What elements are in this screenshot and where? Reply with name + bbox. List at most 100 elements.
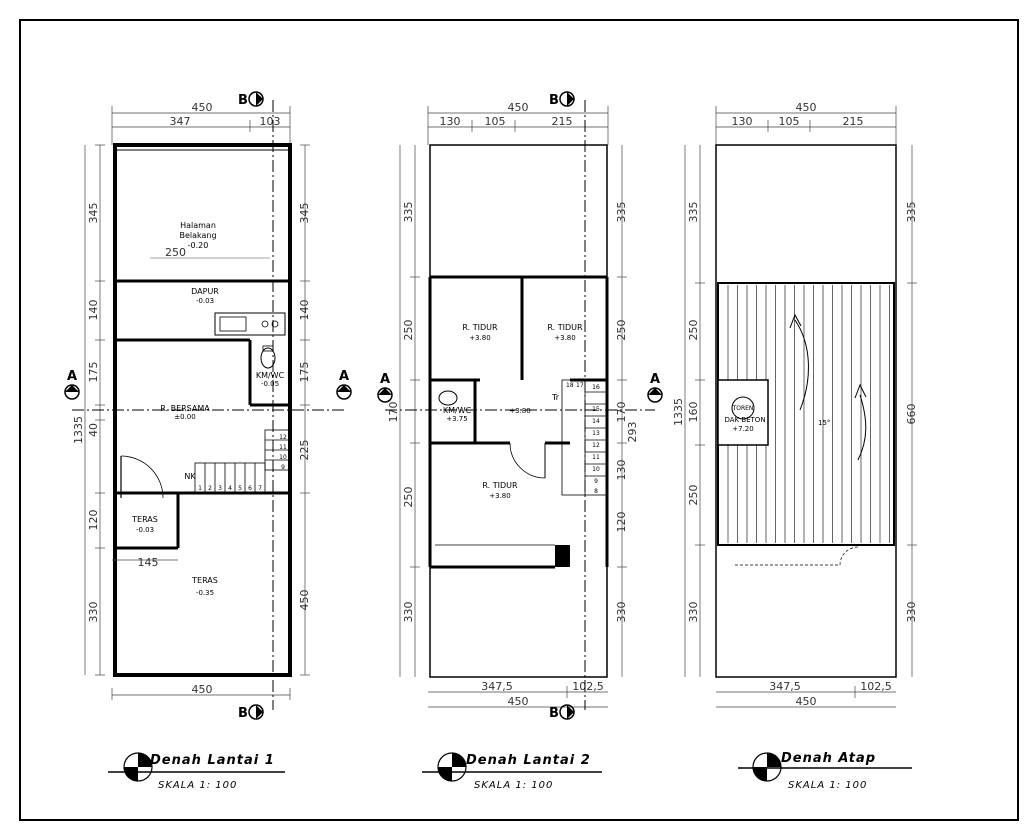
plan1-room-teras-a: TERAS [131,515,158,524]
plan3-title-block: Denah Atap SKALA 1: 100 [738,751,912,791]
plan3-dak-beton-label: DAK BETON [724,416,765,424]
plan1-dim-right-0: 345 [298,203,311,224]
plan1-room-rbersama: R. BERSAMA [160,404,210,413]
section-marker-b-top-2: B [549,91,575,108]
plan3-title: Denah Atap [781,751,876,766]
section-label-a4: A [650,372,660,387]
plan1-dim-right-4: 450 [298,590,311,611]
plan-atap: 450 130 105 215 TOREN DAK BETON +7.20 15… [672,101,918,708]
plan3-dim-left-0: 335 [687,202,700,223]
plan1-stair-1: 1 [198,485,202,492]
plan1-room-teras-b-level: -0.35 [196,589,214,597]
plan2-scale: SKALA 1: 100 [474,780,553,791]
plan2-hall-level: +3.80 [509,407,530,415]
plan1-title: Denah Lantai 1 [150,753,275,768]
section-label-b3: B [549,93,559,108]
plan1-stair-10: 10 [279,454,287,461]
plan1-stair-4: 4 [228,485,232,492]
plan3-dim-left-1: 250 [687,320,700,341]
plan1-dims-top [111,106,291,145]
plan2-dim-right-2: 170 [615,402,628,423]
plan1-room-kmwc: KM/WC [256,371,285,380]
plan1-dim-left-total: 1335 [72,416,85,444]
plan1-dim-top-b: 103 [260,115,281,128]
plan1-room-dapur: DAPUR [191,287,219,296]
plan2-room-kmwc: KM/WC [443,406,472,415]
plan2-dim-bottom-a: 347,5 [481,680,513,693]
plan2-stair-10: 10 [592,466,600,473]
plan2-room-kmwc-level: +3.75 [446,415,467,423]
plan2-room-tidur-2-level: +3.80 [554,334,575,342]
plan1-dim-left-0: 345 [87,203,100,224]
plan1-title-block: Denah Lantai 1 SKALA 1: 100 [108,752,285,791]
roof-sheet-lines [727,285,890,543]
plan1-dim-left-3: 40 [87,423,100,437]
section-label-b2: B [238,706,248,721]
plan1-stair-5: 5 [238,485,242,492]
plan2-dim-left-0: 335 [402,202,415,223]
plan2-dim-bottom-b: 102,5 [572,680,604,693]
plan1-room-dapur-level: -0.03 [196,297,214,305]
plan3-dim-bottom-total: 450 [796,695,817,708]
section-label-b4: B [549,706,559,721]
plan3-dim-top-total: 450 [796,101,817,114]
plan2-dim-left-4: 330 [402,602,415,623]
section-label-a3: A [380,372,390,387]
plan-lantai-2: 450 130 105 215 18 [385,100,655,710]
plan1-dim-left-6: 330 [87,602,100,623]
plan1-room-kmwc-level: -0.05 [261,380,279,388]
plan2-dim-left-1: 250 [402,320,415,341]
plan2-stair-18: 18 [566,382,574,389]
section-marker-b-top-1: B [238,91,264,108]
plan2-stair-17: 17 [576,382,584,389]
plan2-stair-9: 9 [594,478,598,485]
plan1-stair-9: 9 [281,464,285,471]
section-label-b1: B [238,93,248,108]
plan1-stair-12: 12 [279,434,287,441]
plan2-stair-12: 12 [592,442,600,449]
plan1-dim-top-total: 450 [192,101,213,114]
plan1-dim-250: 250 [165,246,186,259]
plan2-dim-top-b: 105 [485,115,506,128]
plan3-dim-right-0: 335 [905,202,918,223]
plan1-dim-top-a: 347 [170,115,191,128]
plan2-stair-13: 13 [592,430,600,437]
plan1-stair-7: 7 [258,485,262,492]
plan2-room-tidur-3-level: +3.80 [489,492,510,500]
plan1-dim-right-2: 175 [298,362,311,383]
section-markers: A A A A B B B [64,91,663,721]
plan2-room-tidur-3: R. TIDUR [482,481,518,490]
plan2-dim-bottom-total: 450 [508,695,529,708]
plan3-dim-left-total: 1335 [672,398,685,426]
plan2-dim-right-3: 293 [626,422,639,443]
plan3-dim-bottom-a: 347,5 [769,680,801,693]
plan2-title: Denah Lantai 2 [466,753,591,768]
plan1-room-halaman-2: Belakang [179,231,216,240]
plan2-dim-top-total: 450 [508,101,529,114]
section-marker-b-bottom-1: B [238,704,264,721]
plan3-scale: SKALA 1: 100 [788,780,867,791]
plan2-stair-8: 8 [594,488,598,495]
plan1-stair-2: 2 [208,485,212,492]
plan3-dim-bottom-b: 102,5 [860,680,892,693]
section-marker-a2-left: A [377,372,393,403]
plan1-stair-3: 3 [218,485,222,492]
plan1-room-nk: NK [184,472,196,481]
plan2-stair-11: 11 [592,454,600,461]
plan1-dim-right-3: 225 [298,440,311,461]
plan1-dim-left-2: 175 [87,362,100,383]
plan3-outline [715,144,897,678]
plan1-dim-left-1: 140 [87,300,100,321]
section-marker-a-left: A [64,369,80,400]
plan2-dim-right-1: 250 [615,320,628,341]
plan2-stairs [561,379,608,496]
plan3-dim-top-c: 215 [843,115,864,128]
plan1-room-teras-a-level: -0.03 [136,526,154,534]
plan1-room-halaman-level: -0.20 [188,241,209,250]
plan-lantai-1: 450 347 103 [72,100,345,710]
toren-icon [731,396,755,420]
plan2-room-tidur-1: R. TIDUR [462,323,498,332]
plan2-dim-top-a: 130 [440,115,461,128]
plan3-dak-beton-level: +7.20 [732,425,753,433]
plan2-dim-right-4: 130 [615,460,628,481]
